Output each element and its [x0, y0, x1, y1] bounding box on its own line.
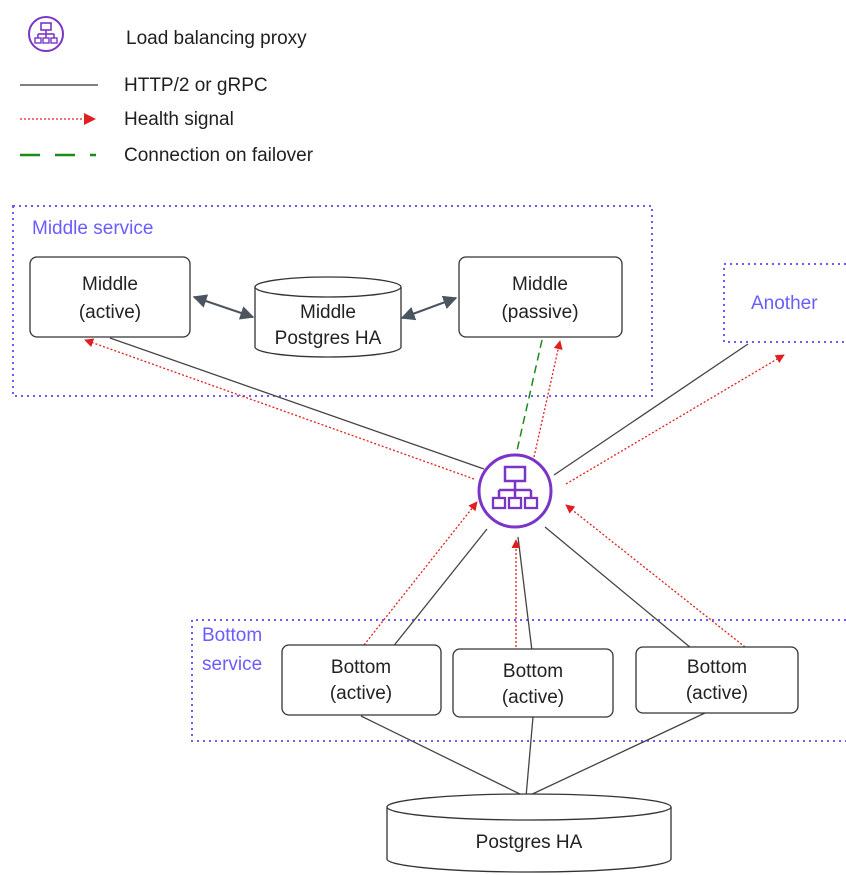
- postgres-ha-label: Postgres HA: [476, 832, 583, 853]
- load-balancer-proxy-icon: [477, 453, 553, 529]
- legend: Load balancing proxy HTTP/2 or gRPC Heal…: [20, 16, 314, 166]
- bottom-node-3-title: Bottom: [687, 657, 747, 678]
- bottom-node-1-state: (active): [330, 683, 392, 704]
- another-service-group: [723, 263, 846, 343]
- bottom-node-1-title: Bottom: [331, 657, 391, 678]
- bottom-service-label-line1: Bottom: [202, 625, 262, 646]
- bottom-node-3: Bottom (active): [635, 646, 799, 714]
- db-line-bottom-2: [525, 716, 534, 798]
- http-line-bottom-2: [517, 536, 533, 652]
- health-arrow-middle-active: [84, 338, 475, 480]
- db-arrow-middle-passive: [400, 295, 458, 321]
- db-line-bottom-3: [525, 712, 706, 798]
- legend-failover-label: Connection on failover: [124, 145, 314, 166]
- bottom-node-3-state: (active): [686, 683, 748, 704]
- middle-active-node: Middle (active): [29, 256, 191, 338]
- middle-passive-state: (passive): [501, 302, 578, 323]
- another-service-label: Another: [751, 293, 818, 314]
- middle-db-title: Middle: [300, 302, 356, 323]
- middle-passive-node: Middle (passive): [458, 256, 623, 338]
- failover-line-middle-passive: [515, 339, 543, 456]
- db-arrow-middle-active: [192, 294, 255, 320]
- bottom-service-label-line2: service: [202, 654, 262, 675]
- postgres-ha-db: Postgres HA: [386, 793, 672, 873]
- middle-postgres-db: Middle Postgres HA: [254, 276, 402, 358]
- http-line-bottom-1: [391, 528, 488, 649]
- http-line-middle-active: [109, 337, 485, 470]
- legend-health-arrowhead: [84, 113, 96, 125]
- middle-active-state: (active): [79, 302, 141, 323]
- middle-service-group: [12, 205, 653, 397]
- bottom-service-group: [191, 619, 846, 742]
- middle-service-label: Middle service: [32, 218, 153, 239]
- http-connections: [109, 337, 749, 798]
- middle-db-subtitle: Postgres HA: [275, 328, 382, 349]
- legend-http-label: HTTP/2 or gRPC: [124, 75, 268, 96]
- middle-passive-title: Middle: [512, 274, 568, 295]
- bottom-node-1: Bottom (active): [281, 644, 442, 716]
- legend-health-label: Health signal: [124, 109, 234, 130]
- legend-proxy-label: Load balancing proxy: [126, 28, 307, 49]
- bottom-node-2-state: (active): [502, 687, 564, 708]
- bottom-node-2: Bottom (active): [452, 648, 614, 718]
- health-arrow-bottom-1: [363, 501, 478, 646]
- health-arrow-another: [565, 354, 785, 485]
- db-line-bottom-1: [360, 715, 527, 798]
- http-line-another: [553, 343, 749, 476]
- health-signals: [84, 338, 785, 648]
- legend-proxy-icon: [28, 16, 64, 52]
- http-line-bottom-3: [544, 526, 692, 649]
- middle-active-title: Middle: [82, 274, 138, 295]
- bottom-node-2-title: Bottom: [503, 661, 563, 682]
- health-arrow-bottom-3: [565, 504, 746, 648]
